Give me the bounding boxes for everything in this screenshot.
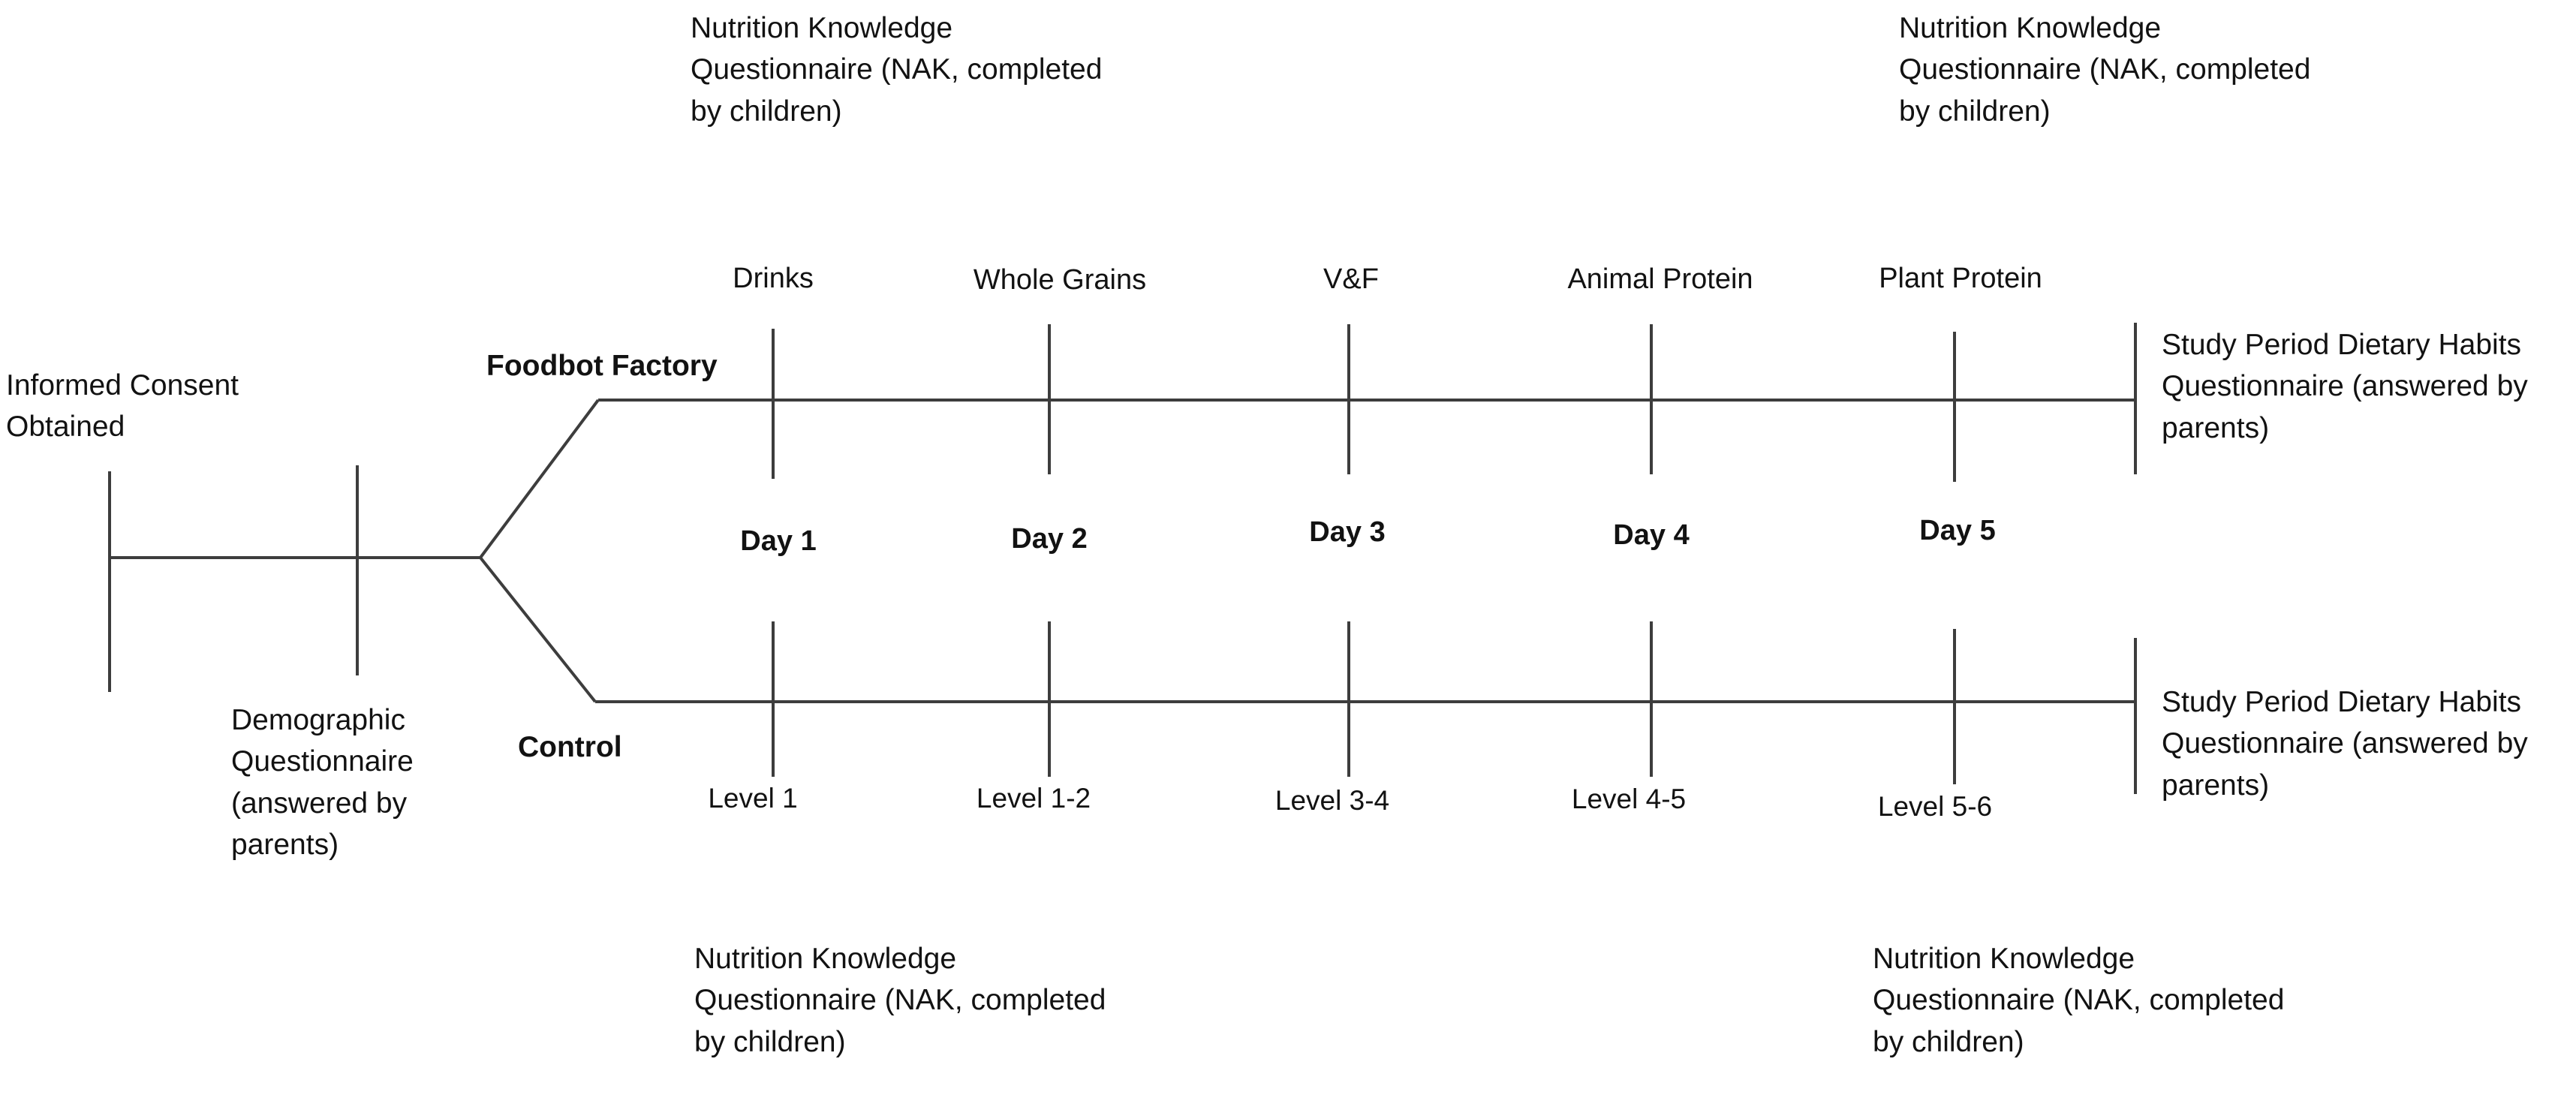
day-label-3: Day 3 — [1309, 516, 1386, 548]
arm-label-foodbot-factory: Foodbot Factory — [486, 350, 718, 382]
day-label-5: Day 5 — [1919, 515, 1996, 546]
food-label-whole-grains: Whole Grains — [973, 264, 1147, 296]
level-label-2: Level 1-2 — [976, 783, 1091, 814]
study-period-note-control: Study Period Dietary Habits Questionnair… — [2162, 686, 2528, 802]
day-label-2: Day 2 — [1011, 523, 1088, 555]
nak-note-top-right: Nutrition Knowledge Questionnaire (NAK, … — [1899, 12, 2311, 128]
food-label-drinks: Drinks — [733, 263, 814, 294]
level-label-4: Level 4-5 — [1571, 784, 1687, 814]
fork-branch-lower — [479, 556, 597, 703]
fork-branch-upper — [479, 399, 600, 559]
demographic-questionnaire-label: Demographic Questionnaire (answered by p… — [231, 704, 414, 862]
food-label-animal-protein: Animal Protein — [1567, 263, 1753, 295]
level-label-1: Level 1 — [708, 783, 798, 814]
day-label-1: Day 1 — [740, 525, 817, 557]
study-period-note-intervention: Study Period Dietary Habits Questionnair… — [2162, 329, 2528, 444]
arm-label-control: Control — [518, 731, 622, 763]
food-label-plant-protein: Plant Protein — [1879, 263, 2042, 294]
food-label-v-and-f: V&F — [1323, 263, 1379, 295]
nak-note-bottom-right: Nutrition Knowledge Questionnaire (NAK, … — [1873, 943, 2285, 1058]
nak-note-bottom-left: Nutrition Knowledge Questionnaire (NAK, … — [694, 943, 1106, 1058]
day-label-4: Day 4 — [1613, 519, 1690, 551]
level-label-3: Level 3-4 — [1274, 785, 1390, 816]
informed-consent-label: Informed Consent Obtained — [6, 369, 239, 444]
level-label-5: Level 5-6 — [1877, 791, 1993, 822]
nak-note-top-left: Nutrition Knowledge Questionnaire (NAK, … — [691, 12, 1103, 128]
